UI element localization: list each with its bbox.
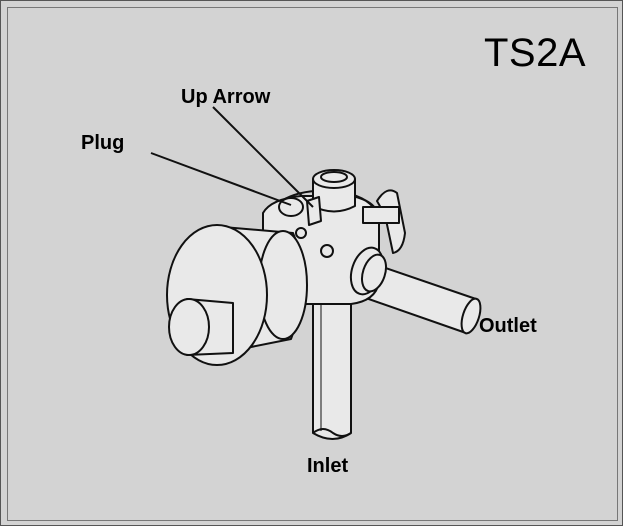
small-cylinder-face: [168, 298, 210, 356]
side-bracket: [362, 206, 400, 224]
outlet-coupling-inner: [361, 253, 387, 293]
inlet-pipe-end: [312, 428, 352, 437]
label-inlet: Inlet: [307, 455, 349, 477]
outlet-pipe-end: [460, 297, 482, 335]
plug-cap-hex: [320, 171, 348, 183]
plug-leader: [150, 152, 292, 206]
inlet-pipe: [312, 300, 352, 440]
body-bolt: [295, 227, 307, 239]
body-bolt: [320, 244, 334, 258]
up-arrow-nub: [306, 196, 322, 226]
diagram-frame: [7, 7, 618, 521]
up-arrow-leader: [212, 106, 314, 208]
label-up-arrow: Up Arrow: [181, 86, 271, 108]
label-plug: Plug: [81, 132, 125, 154]
label-outlet: Outlet: [479, 315, 537, 337]
plug-stub: [278, 197, 304, 217]
model-title: TS2A: [484, 31, 587, 75]
